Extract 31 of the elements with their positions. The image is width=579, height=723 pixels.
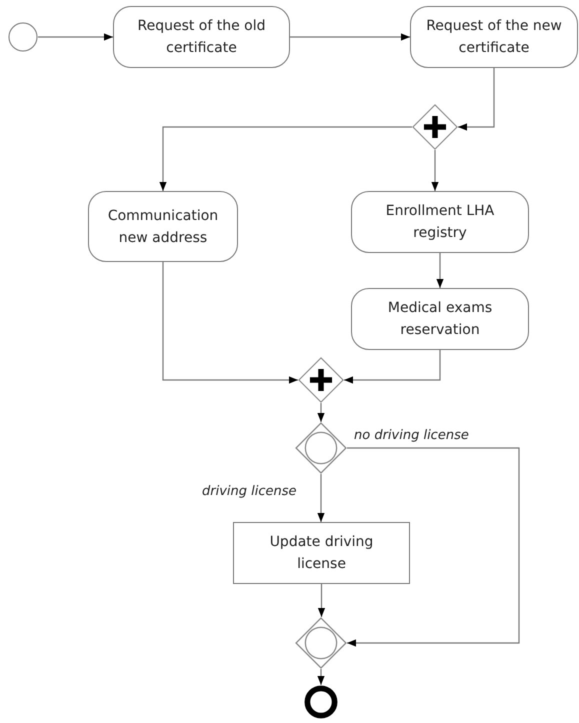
arrow — [347, 447, 520, 647]
arrow — [431, 150, 439, 191]
activity-label: Update driving license — [268, 533, 374, 574]
activity-rounded-box — [113, 6, 290, 68]
arrow — [38, 33, 113, 41]
activity-rounded-box — [410, 6, 578, 68]
activity-rounded-box — [351, 288, 529, 350]
arrow — [317, 474, 325, 522]
arrow — [317, 403, 325, 422]
arrow — [317, 669, 325, 685]
arrow — [290, 33, 410, 41]
activity-label: Request of the old certificate — [136, 17, 267, 58]
arrow — [436, 253, 444, 288]
parallel-gateway-diamond — [412, 104, 458, 150]
parallel-gateway-diamond — [298, 357, 344, 403]
activity-rounded-box — [88, 191, 238, 262]
exclusive-gateway-diamond — [295, 617, 347, 669]
arrow — [318, 584, 326, 617]
exclusive-gateway-diamond — [295, 422, 347, 474]
activity-label: Request of the new certificate — [425, 17, 563, 58]
activity-rounded-box — [351, 191, 529, 253]
start-event-circle — [8, 22, 38, 52]
activity-label: Medical exams reservation — [386, 299, 494, 340]
activity-label: Communication new address — [106, 206, 220, 248]
arrow — [162, 262, 298, 384]
end-event-circle — [304, 685, 338, 719]
activity-label: Enrollment LHA registry — [384, 202, 496, 243]
arrow — [159, 126, 412, 191]
arrow — [458, 68, 495, 131]
activity-box — [233, 522, 410, 584]
arrow — [344, 350, 441, 384]
